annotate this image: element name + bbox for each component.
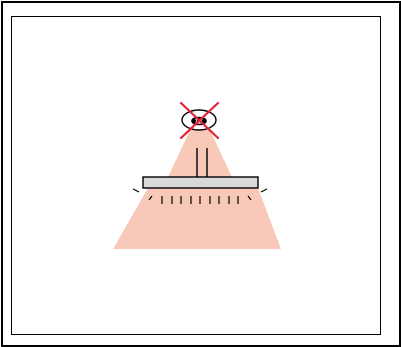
cross-mark-icon: [179, 101, 220, 140]
emission-ticks: [132, 188, 268, 204]
pendant-rods: [196, 148, 208, 177]
horizontal-panel: [142, 176, 259, 189]
ceiling-fixture-crossed: [179, 101, 220, 140]
light-cone-upper: [168, 126, 232, 177]
light-cone-lower: [113, 188, 281, 249]
